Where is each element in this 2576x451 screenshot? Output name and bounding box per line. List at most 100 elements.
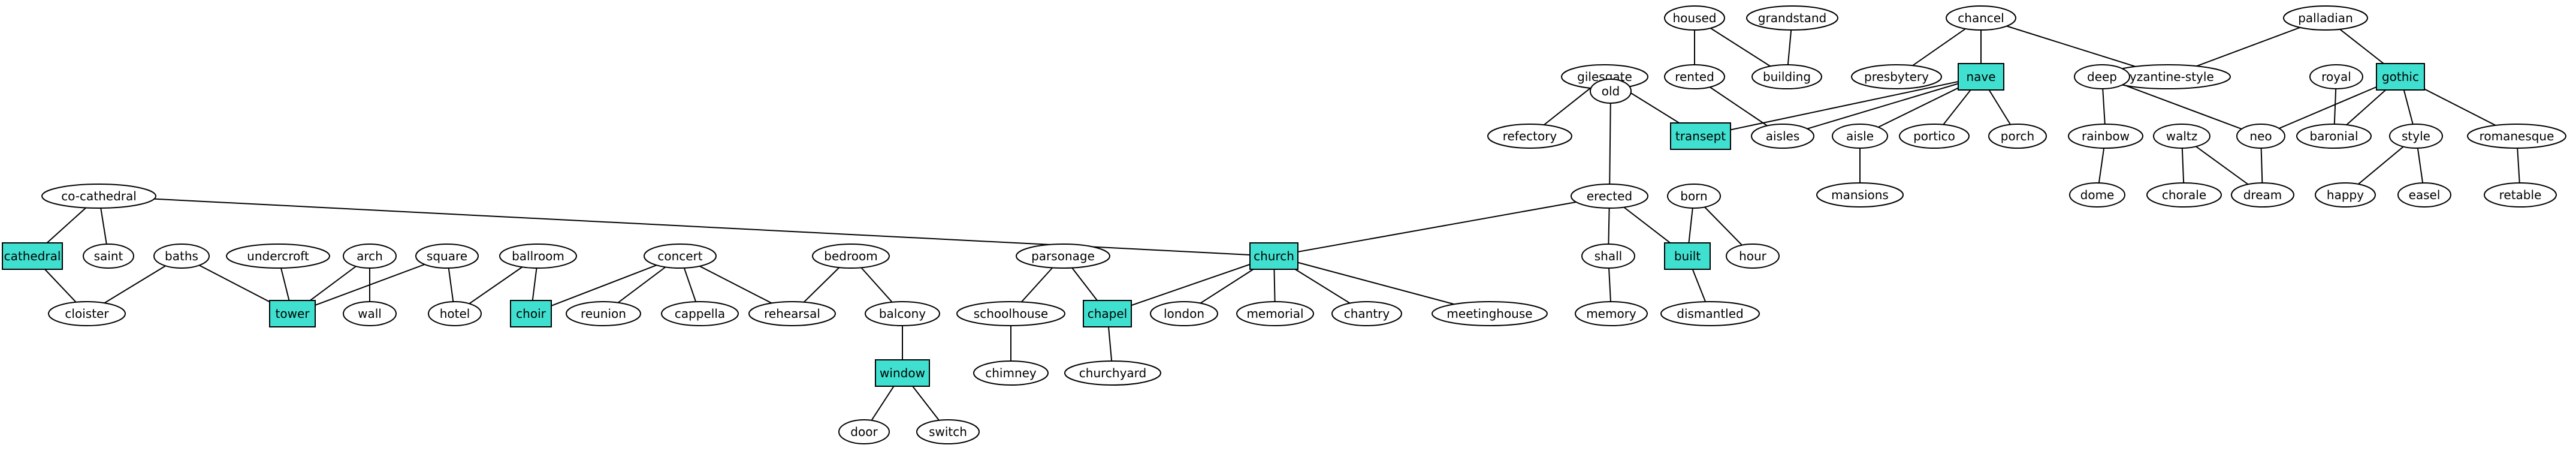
node-ellipse bbox=[2467, 124, 2566, 149]
node-ellipse bbox=[2069, 182, 2125, 208]
node-label: baronial bbox=[2309, 129, 2358, 143]
node-label: square bbox=[427, 249, 467, 263]
node-label: hour bbox=[1739, 249, 1767, 263]
node-ellipse bbox=[48, 301, 126, 326]
node-label: presbytery bbox=[1864, 70, 1929, 84]
node-label: dream bbox=[2243, 188, 2282, 202]
node-label: tower bbox=[276, 306, 310, 321]
node-label: memorial bbox=[1246, 306, 1303, 321]
node-ellipse bbox=[2389, 124, 2443, 149]
node-label: royal bbox=[2321, 70, 2351, 84]
node-label: style bbox=[2402, 129, 2430, 143]
node-ellipse bbox=[1571, 184, 1648, 209]
node-label: neo bbox=[2249, 129, 2272, 143]
node-ellipse bbox=[1726, 243, 1780, 269]
node-label: easel bbox=[2409, 188, 2441, 202]
node-ellipse bbox=[865, 301, 940, 326]
node-ellipse bbox=[1575, 301, 1648, 326]
node-label: london bbox=[1164, 306, 1204, 321]
node-label: aisle bbox=[1846, 129, 1874, 143]
node-ellipse bbox=[428, 301, 482, 326]
node-box bbox=[1958, 63, 2004, 91]
node-churchyard: churchyard bbox=[1064, 360, 1161, 386]
node-portico: portico bbox=[1899, 124, 1970, 149]
node-ellipse bbox=[1751, 64, 1822, 89]
node-ellipse bbox=[2236, 124, 2285, 149]
node-presbytery: presbytery bbox=[1851, 64, 1942, 89]
node-ellipse bbox=[1432, 301, 1548, 326]
node-label: ballroom bbox=[512, 249, 564, 263]
node-label: co-cathedral bbox=[61, 189, 137, 203]
node-label: chantry bbox=[1344, 306, 1390, 321]
node-box bbox=[510, 300, 552, 327]
node-ellipse bbox=[2153, 124, 2210, 149]
node-ellipse bbox=[566, 301, 641, 326]
node-box bbox=[2, 242, 63, 270]
node-label: retable bbox=[2499, 188, 2542, 202]
node-rented: rented bbox=[1664, 64, 1725, 89]
node-label: portico bbox=[1913, 129, 1955, 143]
node-label: grandstand bbox=[1758, 11, 1826, 25]
node-chancel: chancel bbox=[1946, 5, 2016, 31]
node-rehearsal: rehearsal bbox=[748, 301, 836, 326]
node-shall: shall bbox=[1581, 243, 1635, 269]
node-chorale: chorale bbox=[2146, 182, 2222, 208]
node-label: memory bbox=[1586, 306, 1636, 321]
node-label: parsonage bbox=[1031, 249, 1095, 263]
node-refectory: refectory bbox=[1487, 124, 1572, 149]
node-label: church bbox=[1254, 249, 1294, 263]
node-ellipse bbox=[838, 419, 890, 444]
node-label: refectory bbox=[1503, 129, 1557, 143]
node-baronial: baronial bbox=[2296, 124, 2372, 149]
node-ellipse bbox=[812, 243, 890, 269]
node-style: style bbox=[2389, 124, 2443, 149]
node-box bbox=[1664, 242, 1711, 270]
edge-square-tower bbox=[292, 255, 448, 314]
node-nave: nave bbox=[1958, 63, 2004, 91]
node-chimney: chimney bbox=[973, 360, 1049, 386]
node-label: hotel bbox=[440, 306, 470, 321]
node-mansions: mansions bbox=[1816, 182, 1904, 208]
node-label: wall bbox=[358, 306, 382, 321]
node-baths: baths bbox=[153, 243, 210, 269]
node-ellipse bbox=[1487, 124, 1572, 149]
node-ellipse bbox=[1816, 182, 1904, 208]
node-label: baths bbox=[165, 249, 198, 263]
node-schoolhouse: schoolhouse bbox=[956, 301, 1065, 326]
node-label: building bbox=[1763, 70, 1811, 84]
node-ellipse bbox=[83, 243, 134, 269]
node-ellipse bbox=[226, 243, 330, 269]
node-undercroft: undercroft bbox=[226, 243, 330, 269]
node-housed: housed bbox=[1664, 5, 1725, 31]
node-erected: erected bbox=[1571, 184, 1648, 209]
node-tower: tower bbox=[269, 300, 316, 327]
node-label: rented bbox=[1675, 70, 1714, 84]
node-label: concert bbox=[657, 249, 702, 263]
node-ellipse bbox=[2068, 124, 2143, 149]
node-ellipse bbox=[1946, 5, 2016, 31]
node-wall: wall bbox=[343, 301, 397, 326]
node-ellipse bbox=[343, 243, 397, 269]
node-ellipse bbox=[1832, 124, 1888, 149]
node-label: chimney bbox=[985, 366, 1037, 380]
node-ellipse bbox=[973, 360, 1049, 386]
node-ellipse bbox=[41, 184, 156, 209]
node-ellipse bbox=[1899, 124, 1970, 149]
node-label: cappella bbox=[675, 306, 725, 321]
node-dismantled: dismantled bbox=[1660, 301, 1760, 326]
node-label: saint bbox=[94, 249, 123, 263]
node-building: building bbox=[1751, 64, 1822, 89]
node-chantry: chantry bbox=[1331, 301, 1402, 326]
node-window: window bbox=[875, 359, 930, 387]
node-label: arch bbox=[357, 249, 383, 263]
node-ellipse bbox=[2484, 182, 2557, 208]
node-transept: transept bbox=[1670, 122, 1731, 150]
node-label: window bbox=[880, 366, 925, 380]
node-gothic: gothic bbox=[2376, 63, 2425, 91]
node-label: chancel bbox=[1958, 11, 2004, 25]
node-square: square bbox=[415, 243, 479, 269]
node-label: happy bbox=[2327, 188, 2364, 202]
node-romanesque: romanesque bbox=[2467, 124, 2566, 149]
node-label: schoolhouse bbox=[974, 306, 1048, 321]
